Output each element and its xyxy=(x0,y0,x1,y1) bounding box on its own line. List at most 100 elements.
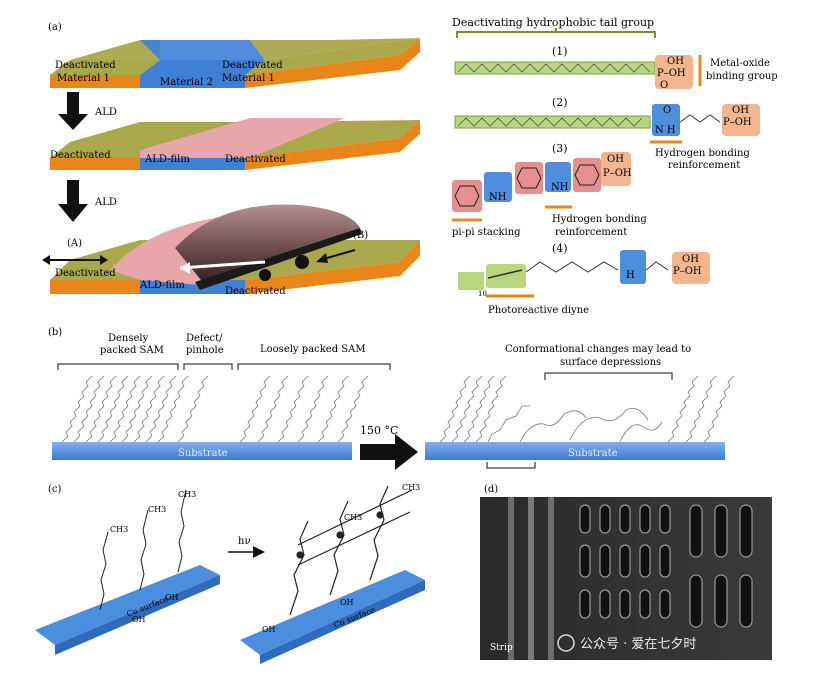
defect-l2: pinhole xyxy=(186,345,224,356)
arrow-A-right xyxy=(100,255,108,265)
ch3-right-2: CH3 xyxy=(402,483,420,492)
layer3-left: Deactivated xyxy=(55,268,116,279)
panel-label-a: (a) xyxy=(48,22,62,33)
ch3-left-2: CH3 xyxy=(148,505,166,514)
hv-label: hν xyxy=(238,536,251,547)
layer1-right-l2: Material 1 xyxy=(222,73,275,84)
layer1-right-l1: Deactivated xyxy=(222,60,283,71)
cu-surface-left xyxy=(35,565,220,655)
molecules-left xyxy=(99,489,187,611)
substrate-right-label: Substrate xyxy=(568,448,618,459)
conform-l2: surface depressions xyxy=(560,357,661,368)
hbond1-l1: Hydrogen bonding xyxy=(655,148,750,159)
white-arrow-line xyxy=(179,260,266,270)
mol2-label: (2) xyxy=(552,96,568,109)
mol3-nh2: NH xyxy=(551,182,569,193)
bracket-defect xyxy=(183,363,233,370)
ald-label-1: ALD xyxy=(94,107,117,118)
mol1-label: (1) xyxy=(552,45,568,58)
mol1 xyxy=(454,55,693,89)
ald-layer-3 xyxy=(50,204,420,294)
wechat-icon xyxy=(557,634,575,652)
ald-layer-2 xyxy=(50,118,420,170)
mol1-o: O xyxy=(660,80,668,91)
conform-l1: Conformational changes may lead to xyxy=(505,344,691,355)
bracket-loose xyxy=(237,363,391,370)
label-A: (A) xyxy=(67,238,82,249)
label-B: (B) xyxy=(353,230,368,241)
substrate-left xyxy=(52,442,352,460)
layer3-right: Deactivated xyxy=(225,286,286,297)
hbond1-l2: reinforcement xyxy=(668,160,740,171)
loose-label: Loosely packed SAM xyxy=(260,344,366,355)
cu-surface-right xyxy=(240,570,425,664)
sem-strip-label: Strip xyxy=(490,643,513,653)
binding-group-l2: binding group xyxy=(706,71,778,82)
layer1-left-l1: Deactivated xyxy=(55,60,116,71)
ch3-left-3: CH3 xyxy=(178,490,196,499)
dense-l2: packed SAM xyxy=(100,345,164,356)
mol4-label: (4) xyxy=(552,242,568,255)
arrow-B-head xyxy=(316,253,328,263)
hbond2-l2: reinforcement xyxy=(555,227,627,238)
mol2-oh: OH xyxy=(732,105,749,116)
ald-arrow-2 xyxy=(58,180,88,222)
mol2-poh: P–OH xyxy=(723,117,752,128)
substrate-left-label: Substrate xyxy=(178,448,228,459)
binding-group-l1: Metal-oxide xyxy=(710,58,770,69)
ch3-right-1: CH3 xyxy=(344,513,362,522)
layer3-mid: ALD-film xyxy=(139,280,185,291)
defect-l1: Defect/ xyxy=(186,333,223,344)
mol1-poh: P–OH xyxy=(657,68,686,79)
ch3-left-1: CH3 xyxy=(110,525,128,534)
panel-label-d: (d) xyxy=(484,484,498,495)
watermark-text: 公众号 · 爱在七夕时 xyxy=(580,637,696,652)
heat-label: 150 °C xyxy=(360,424,398,437)
mol4-oh: OH xyxy=(682,254,699,265)
bracket-conform xyxy=(544,372,673,380)
mol3-label: (3) xyxy=(552,142,568,155)
polymerized-network xyxy=(289,485,413,616)
mol3-nh1: NH xyxy=(489,192,507,203)
pipi-label: pi-pi stacking xyxy=(452,227,521,238)
diyne-label: Photoreactive diyne xyxy=(488,305,589,316)
oh-left-1: OH xyxy=(132,615,146,624)
tail-bracket xyxy=(456,31,656,38)
tail-title: Deactivating hydrophobic tail group xyxy=(452,16,654,29)
heat-arrow xyxy=(360,434,418,470)
panel-label-b: (b) xyxy=(48,327,62,338)
sam-chains-left xyxy=(61,375,369,443)
mol3-oh: OH xyxy=(607,154,624,165)
layer1-mid: Material 2 xyxy=(160,77,213,88)
oh-right-1: OH xyxy=(262,625,276,634)
mol4-nh: H xyxy=(626,270,635,281)
mol4 xyxy=(458,250,710,290)
ald-label-2: ALD xyxy=(94,197,117,208)
white-arrow-head xyxy=(180,262,190,274)
arrow-A-left xyxy=(42,255,50,265)
layer2-right: Deactivated xyxy=(225,154,286,165)
ald-arrow-1 xyxy=(58,92,88,130)
mol4-subscript: 10 xyxy=(478,290,487,298)
sam-chains-right xyxy=(439,375,735,443)
mol3-poh: P–OH xyxy=(603,168,632,179)
mol3 xyxy=(452,152,631,212)
oh-left-2: OH xyxy=(165,593,179,602)
sem-holes xyxy=(579,504,753,628)
dense-l1: Densely xyxy=(108,333,149,344)
mol4-poh: P–OH xyxy=(673,266,702,277)
layer2-mid: ALD-film xyxy=(144,154,190,165)
sem-strips xyxy=(508,497,554,660)
mol2 xyxy=(454,104,760,136)
mol2-o: O xyxy=(663,105,671,116)
oh-right-2: OH xyxy=(340,598,354,607)
panel-label-c: (c) xyxy=(48,484,62,495)
substrate-right xyxy=(425,442,725,460)
bracket-dense xyxy=(57,363,179,370)
mol2-nh: N H xyxy=(655,125,676,136)
layer2-left: Deactivated xyxy=(50,150,111,161)
ald-layer-1 xyxy=(50,38,420,88)
depression-bracket xyxy=(486,462,536,469)
mol1-oh: OH xyxy=(667,56,684,67)
